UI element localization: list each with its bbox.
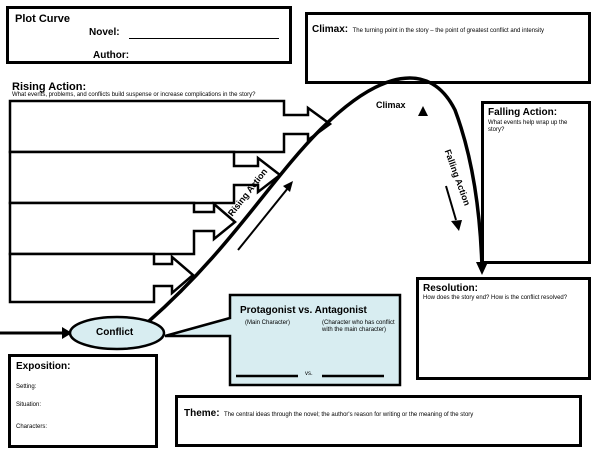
rising-action-title: Rising Action: bbox=[12, 81, 87, 93]
resolution-title: Resolution: bbox=[423, 283, 478, 294]
plot-curve bbox=[146, 76, 484, 324]
author-label: Author: bbox=[93, 50, 130, 61]
falling-action-title: Falling Action: bbox=[488, 107, 558, 118]
resolution-box[interactable]: Resolution: How does the story end? How … bbox=[416, 277, 591, 380]
falling-action-description: What events help wrap up the story? bbox=[488, 120, 568, 133]
header-box: Plot Curve Novel: Author: bbox=[6, 6, 292, 64]
falling-action-box[interactable]: Falling Action: What events help wrap up… bbox=[481, 101, 591, 264]
climax-title: Climax: bbox=[312, 24, 349, 35]
exposition-box[interactable]: Exposition: Setting: Situation: Characte… bbox=[8, 354, 158, 448]
situation-label: Situation: bbox=[16, 402, 42, 408]
exposition-title: Exposition: bbox=[16, 361, 71, 372]
antagonist-label: (Character who has conflict with the mai… bbox=[322, 320, 395, 333]
climax-box[interactable]: Climax: The turning point in the story –… bbox=[305, 12, 591, 84]
theme-title: Theme: bbox=[184, 408, 220, 419]
conflict-ellipse bbox=[68, 315, 166, 351]
rising-action-box-1 bbox=[8, 99, 333, 154]
climax-arrowhead bbox=[418, 106, 428, 116]
characters-label: Characters: bbox=[16, 424, 48, 430]
climax-curve-label: Climax bbox=[376, 100, 406, 110]
rising-action-box-3 bbox=[8, 201, 237, 256]
theme-description: The central ideas through the novel; the… bbox=[224, 412, 474, 418]
vs-label: vs. bbox=[305, 371, 313, 377]
novel-label: Novel: bbox=[89, 27, 120, 38]
climax-description: The turning point in the story – the poi… bbox=[352, 28, 545, 34]
rising-arrowhead bbox=[283, 181, 293, 192]
theme-box[interactable]: Theme: The central ideas through the nov… bbox=[175, 395, 582, 447]
page-title: Plot Curve bbox=[15, 13, 71, 25]
conflict-lead-arrowhead bbox=[62, 327, 72, 339]
resolution-description: How does the story end? How is the confl… bbox=[423, 295, 568, 301]
setting-label: Setting: bbox=[16, 384, 37, 390]
conflict-label: Conflict bbox=[96, 327, 134, 338]
rising-action-description: What events, problems, and conflicts bui… bbox=[12, 92, 256, 98]
protagonist-title: Protagonist vs. Antagonist bbox=[240, 305, 367, 316]
curve-arrowhead bbox=[476, 262, 488, 275]
falling-arrowhead bbox=[451, 220, 462, 231]
main-character-label: (Main Character) bbox=[245, 320, 291, 326]
author-field[interactable] bbox=[135, 61, 279, 62]
rising-action-box-4 bbox=[8, 252, 195, 304]
rising-action-box-2 bbox=[8, 150, 283, 205]
novel-field[interactable] bbox=[129, 38, 279, 39]
protagonist-box-shape bbox=[164, 293, 402, 387]
